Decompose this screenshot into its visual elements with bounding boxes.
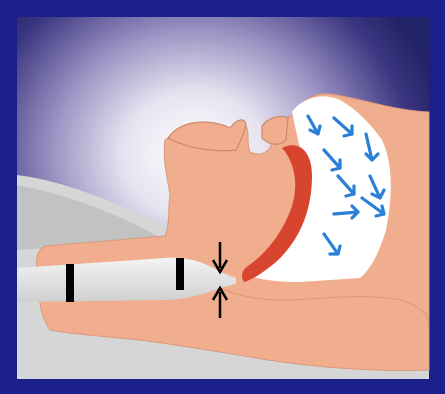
tube-band-right — [176, 258, 184, 290]
tube-band-left — [66, 264, 74, 302]
